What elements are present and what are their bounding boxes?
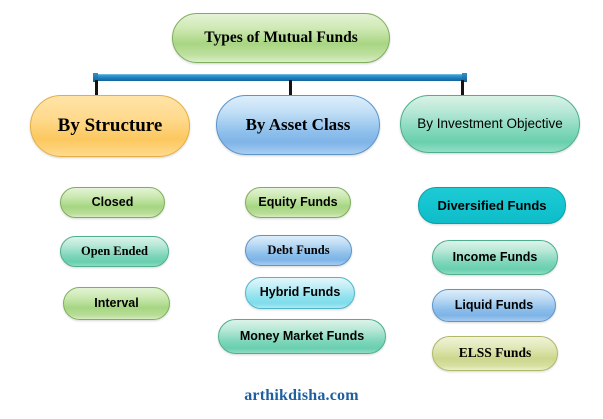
node-closed: Closed [60, 187, 165, 218]
connector-bar-left-cap [93, 73, 98, 82]
connector-stem-by-asset-class [289, 80, 292, 98]
horizontal-connector-bar [93, 74, 467, 81]
node-by-structure: By Structure [30, 95, 190, 157]
node-hybrid-funds: Hybrid Funds [245, 277, 355, 309]
node-diversified-funds-label: Diversified Funds [437, 197, 547, 213]
node-open-ended-label: Open Ended [80, 243, 149, 258]
node-by-asset-class-label: By Asset Class [245, 115, 351, 135]
node-money-market-funds: Money Market Funds [218, 319, 386, 354]
node-liquid-funds-label: Liquid Funds [454, 297, 534, 312]
node-debt-funds: Debt Funds [245, 235, 352, 266]
node-interval-label: Interval [94, 295, 139, 310]
node-diversified-funds: Diversified Funds [418, 187, 566, 224]
node-equity-funds-label: Equity Funds [258, 194, 338, 209]
connector-stem-by-investment-objective [461, 80, 464, 98]
node-interval: Interval [63, 287, 170, 320]
node-closed-label: Closed [91, 194, 134, 209]
node-elss-funds: ELSS Funds [432, 336, 558, 371]
node-money-market-funds-label: Money Market Funds [239, 328, 365, 343]
node-by-asset-class: By Asset Class [216, 95, 380, 155]
node-hybrid-funds-label: Hybrid Funds [259, 285, 341, 300]
node-equity-funds: Equity Funds [245, 187, 351, 218]
node-elss-funds-label: ELSS Funds [458, 345, 532, 361]
connector-stem-by-structure [95, 80, 98, 98]
node-income-funds-label: Income Funds [452, 249, 538, 264]
node-liquid-funds: Liquid Funds [432, 289, 556, 322]
connector-bar-right-cap [462, 73, 467, 82]
node-income-funds: Income Funds [432, 240, 558, 275]
node-debt-funds-label: Debt Funds [267, 242, 330, 257]
node-root-types-of-mutual-funds: Types of Mutual Funds [172, 13, 390, 63]
node-by-investment-objective: By Investment Objective [400, 95, 580, 153]
watermark-site-url: arthikdisha.com [244, 387, 359, 404]
node-open-ended: Open Ended [60, 236, 169, 267]
node-by-investment-objective-label: By Investment Objective [417, 115, 563, 131]
node-by-structure-label: By Structure [57, 115, 163, 137]
node-root-label: Types of Mutual Funds [204, 28, 358, 46]
